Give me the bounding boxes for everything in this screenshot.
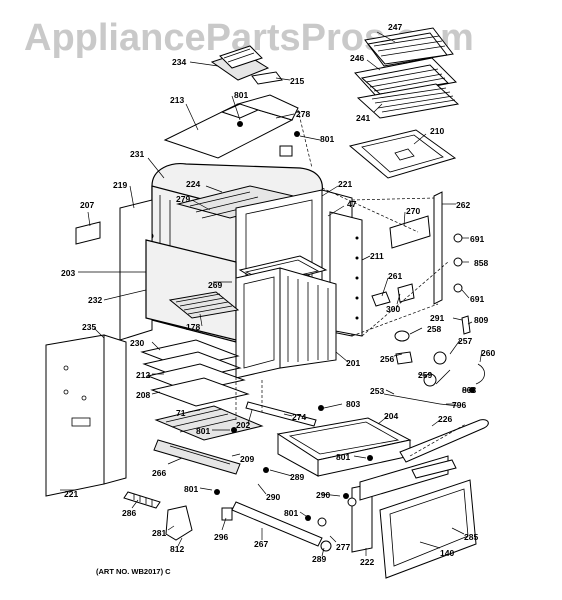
art-number: (ART NO. WB2017) C <box>96 567 171 576</box>
broiler-pan-assembly <box>354 27 460 119</box>
vent-assembly <box>210 45 283 85</box>
part-label-291[interactable]: 291 <box>430 313 444 323</box>
part-label-290[interactable]: 290 <box>316 490 330 500</box>
part-label-290[interactable]: 290 <box>266 492 280 502</box>
part-label-858[interactable]: 858 <box>474 258 488 268</box>
part-label-801[interactable]: 801 <box>196 426 210 436</box>
part-label-269[interactable]: 269 <box>208 280 222 290</box>
part-label-202[interactable]: 202 <box>236 420 250 430</box>
part-label-801[interactable]: 801 <box>284 508 298 518</box>
part-label-258[interactable]: 258 <box>427 324 441 334</box>
part-label-267[interactable]: 267 <box>254 539 268 549</box>
part-label-274[interactable]: 274 <box>292 412 306 422</box>
part-label-691[interactable]: 691 <box>470 234 484 244</box>
part-label-691[interactable]: 691 <box>470 294 484 304</box>
part-label-231[interactable]: 231 <box>130 149 144 159</box>
part-label-260[interactable]: 260 <box>481 348 495 358</box>
part-label-178[interactable]: 178 <box>186 322 200 332</box>
part-label-285[interactable]: 285 <box>464 532 478 542</box>
part-label-230[interactable]: 230 <box>130 338 144 348</box>
igniter-parts <box>383 315 485 407</box>
hardware-small <box>371 233 463 307</box>
part-label-261[interactable]: 261 <box>388 271 402 281</box>
part-label-809[interactable]: 809 <box>474 315 488 325</box>
part-label-235[interactable]: 235 <box>82 322 96 332</box>
part-label-796[interactable]: 796 <box>452 400 466 410</box>
top-panel <box>163 94 299 159</box>
part-label-204[interactable]: 204 <box>384 411 398 421</box>
part-label-801[interactable]: 801 <box>320 134 334 144</box>
part-label-232[interactable]: 232 <box>88 295 102 305</box>
part-label-801[interactable]: 801 <box>234 90 248 100</box>
part-label-812[interactable]: 812 <box>170 544 184 554</box>
screws <box>214 121 475 521</box>
part-label-213[interactable]: 213 <box>170 95 184 105</box>
part-label-256[interactable]: 256 <box>380 354 394 364</box>
part-label-247[interactable]: 247 <box>388 22 402 32</box>
part-label-221[interactable]: 221 <box>64 489 78 499</box>
part-label-300[interactable]: 300 <box>386 304 400 314</box>
part-label-259[interactable]: 259 <box>418 370 432 380</box>
part-label-71[interactable]: 71 <box>176 408 186 418</box>
part-label-253[interactable]: 253 <box>370 386 384 396</box>
part-label-234[interactable]: 234 <box>172 57 186 67</box>
part-label-207[interactable]: 207 <box>80 200 94 210</box>
part-label-221[interactable]: 221 <box>338 179 352 189</box>
part-label-241[interactable]: 241 <box>356 113 370 123</box>
part-label-203[interactable]: 203 <box>61 268 75 278</box>
part-label-212[interactable]: 212 <box>136 370 150 380</box>
broil-drawer-parts <box>140 339 264 441</box>
part-label-210[interactable]: 210 <box>430 126 444 136</box>
part-label-222[interactable]: 222 <box>360 557 374 567</box>
part-label-209[interactable]: 209 <box>240 454 254 464</box>
part-label-289[interactable]: 289 <box>290 472 304 482</box>
part-label-279[interactable]: 279 <box>176 194 190 204</box>
storage-drawer <box>276 417 489 579</box>
part-label-224[interactable]: 224 <box>186 179 200 189</box>
part-label-803[interactable]: 803 <box>346 399 360 409</box>
part-label-801[interactable]: 801 <box>336 452 350 462</box>
part-label-277[interactable]: 277 <box>336 542 350 552</box>
part-label-801[interactable]: 801 <box>184 484 198 494</box>
part-label-211[interactable]: 211 <box>370 251 384 261</box>
part-label-296[interactable]: 296 <box>214 532 228 542</box>
alignment-lines <box>235 109 467 457</box>
part-label-215[interactable]: 215 <box>290 76 304 86</box>
part-label-281[interactable]: 281 <box>152 528 166 538</box>
part-label-803[interactable]: 803 <box>462 385 476 395</box>
leader-lines <box>60 31 483 557</box>
drawer-slides <box>123 401 357 552</box>
part-label-286[interactable]: 286 <box>122 508 136 518</box>
part-label-140[interactable]: 140 <box>440 548 454 558</box>
oven-body <box>75 163 363 379</box>
part-label-47[interactable]: 47 <box>347 199 357 209</box>
part-label-278[interactable]: 278 <box>296 109 310 119</box>
part-label-289[interactable]: 289 <box>312 554 326 564</box>
part-label-266[interactable]: 266 <box>152 468 166 478</box>
part-label-201[interactable]: 201 <box>346 358 360 368</box>
part-label-262[interactable]: 262 <box>456 200 470 210</box>
part-label-219[interactable]: 219 <box>113 180 127 190</box>
part-label-246[interactable]: 246 <box>350 53 364 63</box>
part-label-208[interactable]: 208 <box>136 390 150 400</box>
part-label-270[interactable]: 270 <box>406 206 420 216</box>
callout-labels: 247 246 241 234 215 801 278 801 213 210 … <box>61 22 495 567</box>
part-label-257[interactable]: 257 <box>458 336 472 346</box>
side-trim-right <box>389 191 443 305</box>
side-panel-left <box>45 334 127 497</box>
oven-bottom-panel <box>348 129 457 179</box>
part-label-226[interactable]: 226 <box>438 414 452 424</box>
